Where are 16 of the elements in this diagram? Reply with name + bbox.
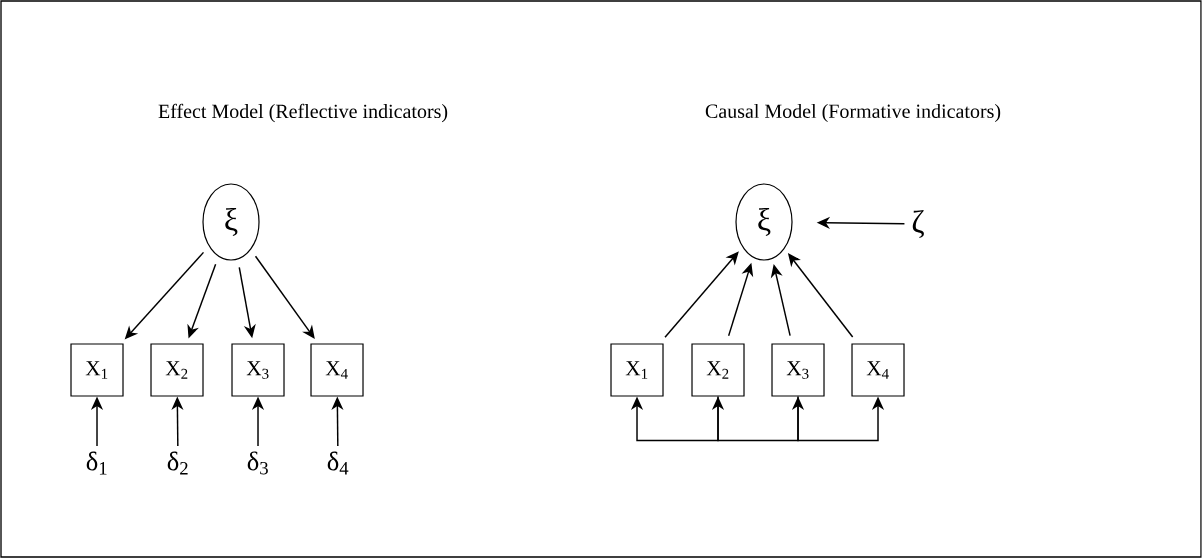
indicator-box: X$_{4}$ (851, 343, 905, 397)
disturbance-term: ζ (912, 209, 924, 239)
indicator-box: X$_{3}$ (231, 343, 285, 397)
error-term: δ$_{3}$ (247, 451, 268, 475)
error-term: δ$_{4}$ (327, 451, 349, 475)
indicator-box: X$_{1}$ (70, 343, 124, 397)
indicator-box: X$_{2}$ (150, 343, 204, 397)
panel-title: Effect Model (Reflective indicators) (158, 103, 448, 123)
error-term: δ$_{1}$ (86, 451, 107, 475)
panel-title: Causal Model (Formative indicators) (705, 103, 1001, 123)
indicator-box: X$_{4}$ (310, 343, 364, 397)
indicator-box: X$_{3}$ (771, 343, 825, 397)
indicator-box: X$_{1}$ (610, 343, 664, 397)
arrow (664, 251, 739, 339)
error-term: δ$_{2}$ (167, 451, 188, 475)
indicator-box: X$_{2}$ (691, 343, 745, 397)
